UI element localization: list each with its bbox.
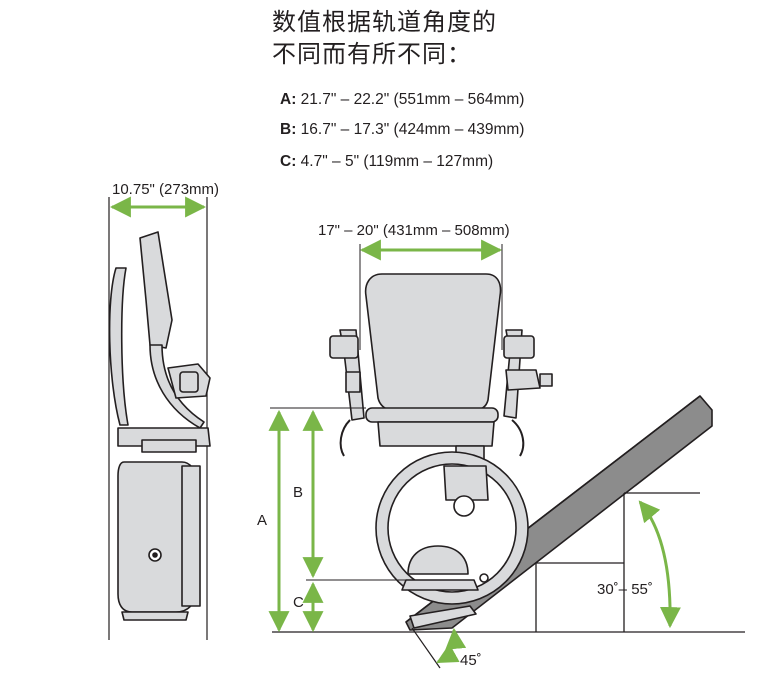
label-b: B xyxy=(293,484,304,501)
spec-c-value: 4.7" – 5" (119mm – 127mm) xyxy=(296,153,494,170)
spec-b: B: 16.7" – 17.3" (424mm – 439mm) xyxy=(280,120,524,140)
spec-c-key: C: xyxy=(280,153,297,170)
spec-a: A: 21.7" – 22.2" (551mm – 564mm) xyxy=(280,90,524,110)
footrest-angle-arc xyxy=(411,627,467,669)
height-dimensions xyxy=(268,407,406,633)
width-dimension xyxy=(359,239,503,350)
footrest-angle-label: 45˚ xyxy=(460,652,482,669)
spec-a-value: 21.7" – 22.2" (551mm – 564mm) xyxy=(296,91,525,108)
rail-angle-label: 30˚– 55˚ xyxy=(597,581,653,598)
spec-a-key: A: xyxy=(280,91,297,108)
spec-b-value: 16.7" – 17.3" (424mm – 439mm) xyxy=(296,121,525,138)
spec-b-key: B: xyxy=(280,121,297,138)
width-label: 17" – 20" (431mm – 508mm) xyxy=(318,222,510,239)
title-line-2: 不同而有所不同： xyxy=(272,40,472,68)
label-a: A xyxy=(257,512,268,529)
label-c: C xyxy=(293,594,304,611)
depth-label: 10.75" (273mm) xyxy=(112,181,220,198)
spec-c: C: 4.7" – 5" (119mm – 127mm) xyxy=(280,152,493,172)
side-view-chair xyxy=(108,197,211,640)
front-view-chair xyxy=(272,273,745,633)
title-line-1: 数值根据轨道角度的 xyxy=(272,8,497,36)
rail-angle-arc xyxy=(638,500,681,629)
